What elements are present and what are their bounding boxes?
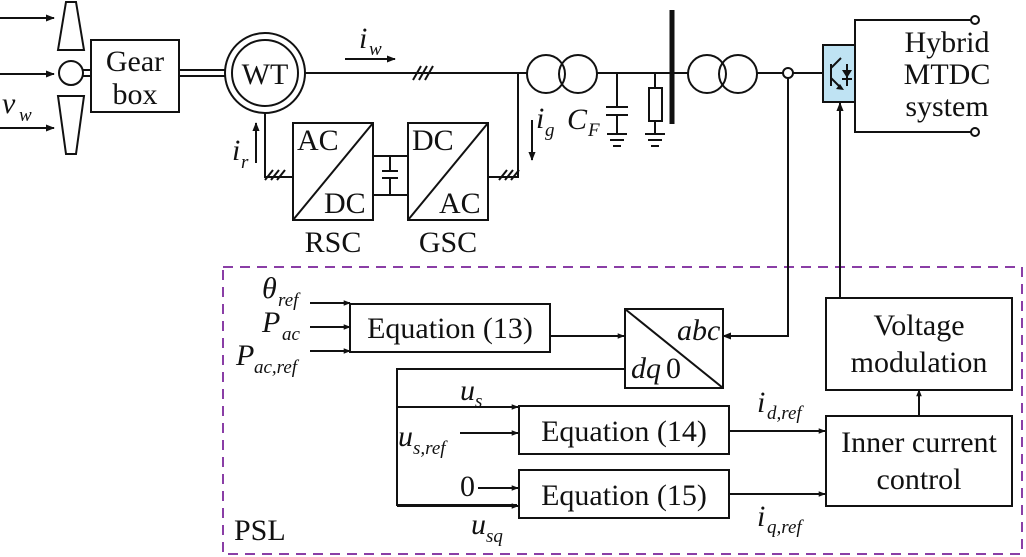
gsc-converter <box>407 122 489 221</box>
equation-13-block <box>349 303 551 353</box>
gearbox-label-line1: Gear <box>106 45 164 78</box>
us-label: u <box>460 374 475 407</box>
gearbox-block <box>90 39 180 113</box>
ir-label: i <box>232 134 240 167</box>
pac-label: P <box>261 306 280 339</box>
turbine-rotor-icon <box>56 0 86 155</box>
mtdc-converter <box>822 44 856 103</box>
rotor-line <box>264 113 293 178</box>
gsc-ac-label: AC <box>439 187 481 220</box>
three-phase-tick-rotor <box>264 169 286 181</box>
three-phase-tick-gsc <box>498 169 520 181</box>
shaft <box>83 69 227 77</box>
usq-label: u <box>471 508 486 541</box>
equation-14-label: Equation (14) <box>541 415 707 448</box>
wt-label: WT <box>242 58 289 91</box>
rsc-label: RSC <box>305 226 362 259</box>
theta-ref-label: θ <box>262 272 277 305</box>
idref-subscript: d,ref <box>767 403 804 424</box>
psl-label: PSL <box>234 514 286 547</box>
dq0-zero-label: 0 <box>666 352 681 385</box>
inner-current-control-line2: control <box>877 463 962 496</box>
pac-ref-subscript: ac,ref <box>254 357 300 378</box>
psl-boundary <box>222 266 1023 555</box>
equation-15-label: Equation (15) <box>541 479 707 512</box>
usref-label: u <box>398 420 413 453</box>
rsc-converter <box>292 122 374 221</box>
transformer-2 <box>687 54 758 94</box>
voltage-modulation-line1: Voltage <box>873 309 964 342</box>
rsc-dc-label: DC <box>324 187 366 220</box>
filter-capacitor <box>606 73 628 134</box>
ground-icon-capacitor <box>607 133 627 147</box>
measurement-feedback-line <box>722 78 789 340</box>
gsc-dc-label: DC <box>412 124 454 157</box>
abc-label: abc <box>677 314 720 347</box>
cf-label: C <box>567 103 588 136</box>
wind-speed-subscript: w <box>19 105 32 126</box>
gearbox-label-line2: box <box>113 78 158 111</box>
abc-dq0-transform <box>624 308 724 389</box>
dq0-label: dq <box>631 352 661 385</box>
mtdc-label-line1: Hybrid <box>905 26 990 59</box>
dc-output-terminals <box>854 15 980 137</box>
ir-subscript: r <box>241 152 249 173</box>
ig-label: i <box>536 102 544 135</box>
iw-label: i <box>359 22 367 55</box>
cf-subscript: F <box>587 120 600 141</box>
inner-current-control-line1: Inner current <box>841 426 997 459</box>
pac-ref-label: P <box>235 339 254 372</box>
iqref-label: i <box>757 500 765 533</box>
mtdc-label-line3: system <box>905 90 988 123</box>
ground-icon-resistor <box>645 133 665 147</box>
voltage-modulation-line2: modulation <box>851 346 988 379</box>
gsc-output-line <box>488 73 519 178</box>
zero-label: 0 <box>460 470 475 503</box>
usref-subscript: s,ref <box>413 438 448 459</box>
ig-subscript: g <box>545 120 555 141</box>
idref-label: i <box>757 386 765 419</box>
equation-13-label: Equation (13) <box>367 312 533 345</box>
dc-link-capacitor <box>373 155 408 196</box>
mtdc-label-line2: MTDC <box>904 58 991 91</box>
inner-current-control-block <box>825 415 1013 507</box>
usq-subscript: sq <box>486 526 503 547</box>
wind-speed-label: v <box>2 87 16 120</box>
gsc-label: GSC <box>419 226 477 259</box>
pac-subscript: ac <box>282 324 301 345</box>
measurement-point <box>782 67 794 79</box>
resistor-load <box>648 73 663 134</box>
rsc-ac-label: AC <box>297 124 339 157</box>
iw-subscript: w <box>369 39 382 60</box>
iqref-subscript: q,ref <box>767 517 804 538</box>
transformer-1 <box>526 54 598 94</box>
equation-15-block <box>518 469 730 519</box>
voltage-modulation-block <box>825 297 1013 391</box>
three-phase-tick-stator <box>412 65 434 81</box>
dq0-output-lines <box>396 368 625 509</box>
theta-ref-subscript: ref <box>278 290 301 311</box>
wind-arrows <box>0 14 55 132</box>
us-subscript: s <box>475 391 482 412</box>
